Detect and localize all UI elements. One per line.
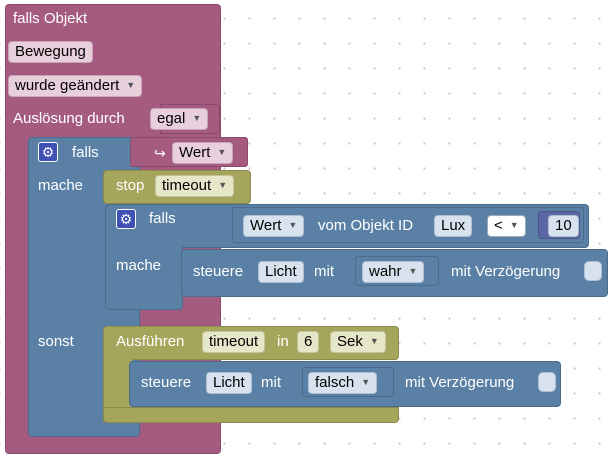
trigger-label: Auslösung durch xyxy=(13,110,125,127)
control-true-value-dropdown[interactable]: wahr ▼ xyxy=(362,261,425,283)
exec-in-label: in xyxy=(277,333,289,350)
dropdown-arrow-icon: ▼ xyxy=(361,377,371,387)
object-id-field[interactable]: Lux xyxy=(434,215,473,237)
stop-label: stop xyxy=(116,177,145,194)
inner-value: Wert xyxy=(250,217,282,234)
control-false-target-field[interactable]: Licht xyxy=(206,372,252,394)
dropdown-arrow-icon: ▼ xyxy=(192,113,202,123)
condition-value: wurde geändert xyxy=(15,77,120,94)
outer-value: Wert xyxy=(179,144,211,161)
exec-unit-dropdown[interactable]: Sek ▼ xyxy=(330,331,386,353)
gear-icon[interactable]: ⚙ xyxy=(38,142,58,162)
outer-mache-label: mache xyxy=(38,177,84,194)
dropdown-arrow-icon: ▼ xyxy=(288,220,298,230)
dropdown-arrow-icon: ▼ xyxy=(369,336,379,346)
inner-if-body xyxy=(105,246,183,310)
exec-label: Ausführen xyxy=(116,333,185,350)
dropdown-arrow-icon: ▼ xyxy=(126,80,136,90)
outer-sonst-label: sonst xyxy=(38,333,74,350)
condition-dropdown[interactable]: wurde geändert ▼ xyxy=(8,75,143,97)
outer-falls-label: falls xyxy=(72,144,99,161)
stop-timer-dropdown[interactable]: timeout ▼ xyxy=(155,175,235,197)
exec-timer-name-field[interactable]: timeout xyxy=(202,331,266,353)
outer-value-dropdown[interactable]: Wert ▼ xyxy=(172,142,234,164)
object-name-field[interactable]: Bewegung xyxy=(8,41,93,63)
control-true-with-label: mit xyxy=(314,263,334,280)
exec-timer-bottom xyxy=(103,407,399,423)
control-true-label: steuere xyxy=(193,263,244,280)
dropdown-arrow-icon: ▼ xyxy=(408,266,418,276)
dropdown-arrow-icon: ▼ xyxy=(217,147,227,157)
control-false-value-dropdown[interactable]: falsch ▼ xyxy=(308,372,378,394)
dropdown-arrow-icon: ▼ xyxy=(509,220,519,230)
trigger-value: egal xyxy=(157,110,186,127)
control-true-delay-label: mit Verzögerung xyxy=(451,263,561,280)
event-title: falls Objekt xyxy=(13,10,88,27)
exec-unit-value: Sek xyxy=(337,333,363,350)
outer-value-prefix-icon: ↪ xyxy=(154,145,166,161)
control-true-delay-checkbox[interactable] xyxy=(584,261,602,281)
dropdown-arrow-icon: ▼ xyxy=(218,180,228,190)
trigger-dropdown[interactable]: egal ▼ xyxy=(150,108,209,130)
exec-amount-field[interactable]: 6 xyxy=(297,331,320,353)
control-false-value: falsch xyxy=(315,374,355,391)
control-false-with-label: mit xyxy=(261,374,281,391)
from-object-label: vom Objekt ID xyxy=(318,217,414,234)
operator-value: < xyxy=(494,217,503,234)
control-false-label: steuere xyxy=(141,374,192,391)
number-field[interactable]: 10 xyxy=(548,215,579,237)
inner-falls-label: falls xyxy=(149,210,176,227)
stop-timer-value: timeout xyxy=(162,177,212,194)
control-false-delay-checkbox[interactable] xyxy=(538,372,556,392)
control-true-value: wahr xyxy=(369,263,402,280)
control-false-delay-label: mit Verzögerung xyxy=(405,374,515,391)
inner-mache-label: mache xyxy=(116,257,162,274)
gear-icon[interactable]: ⚙ xyxy=(116,209,136,229)
inner-value-dropdown[interactable]: Wert ▼ xyxy=(243,215,305,237)
operator-dropdown[interactable]: <▼ xyxy=(487,215,526,237)
control-true-target-field[interactable]: Licht xyxy=(258,261,304,283)
